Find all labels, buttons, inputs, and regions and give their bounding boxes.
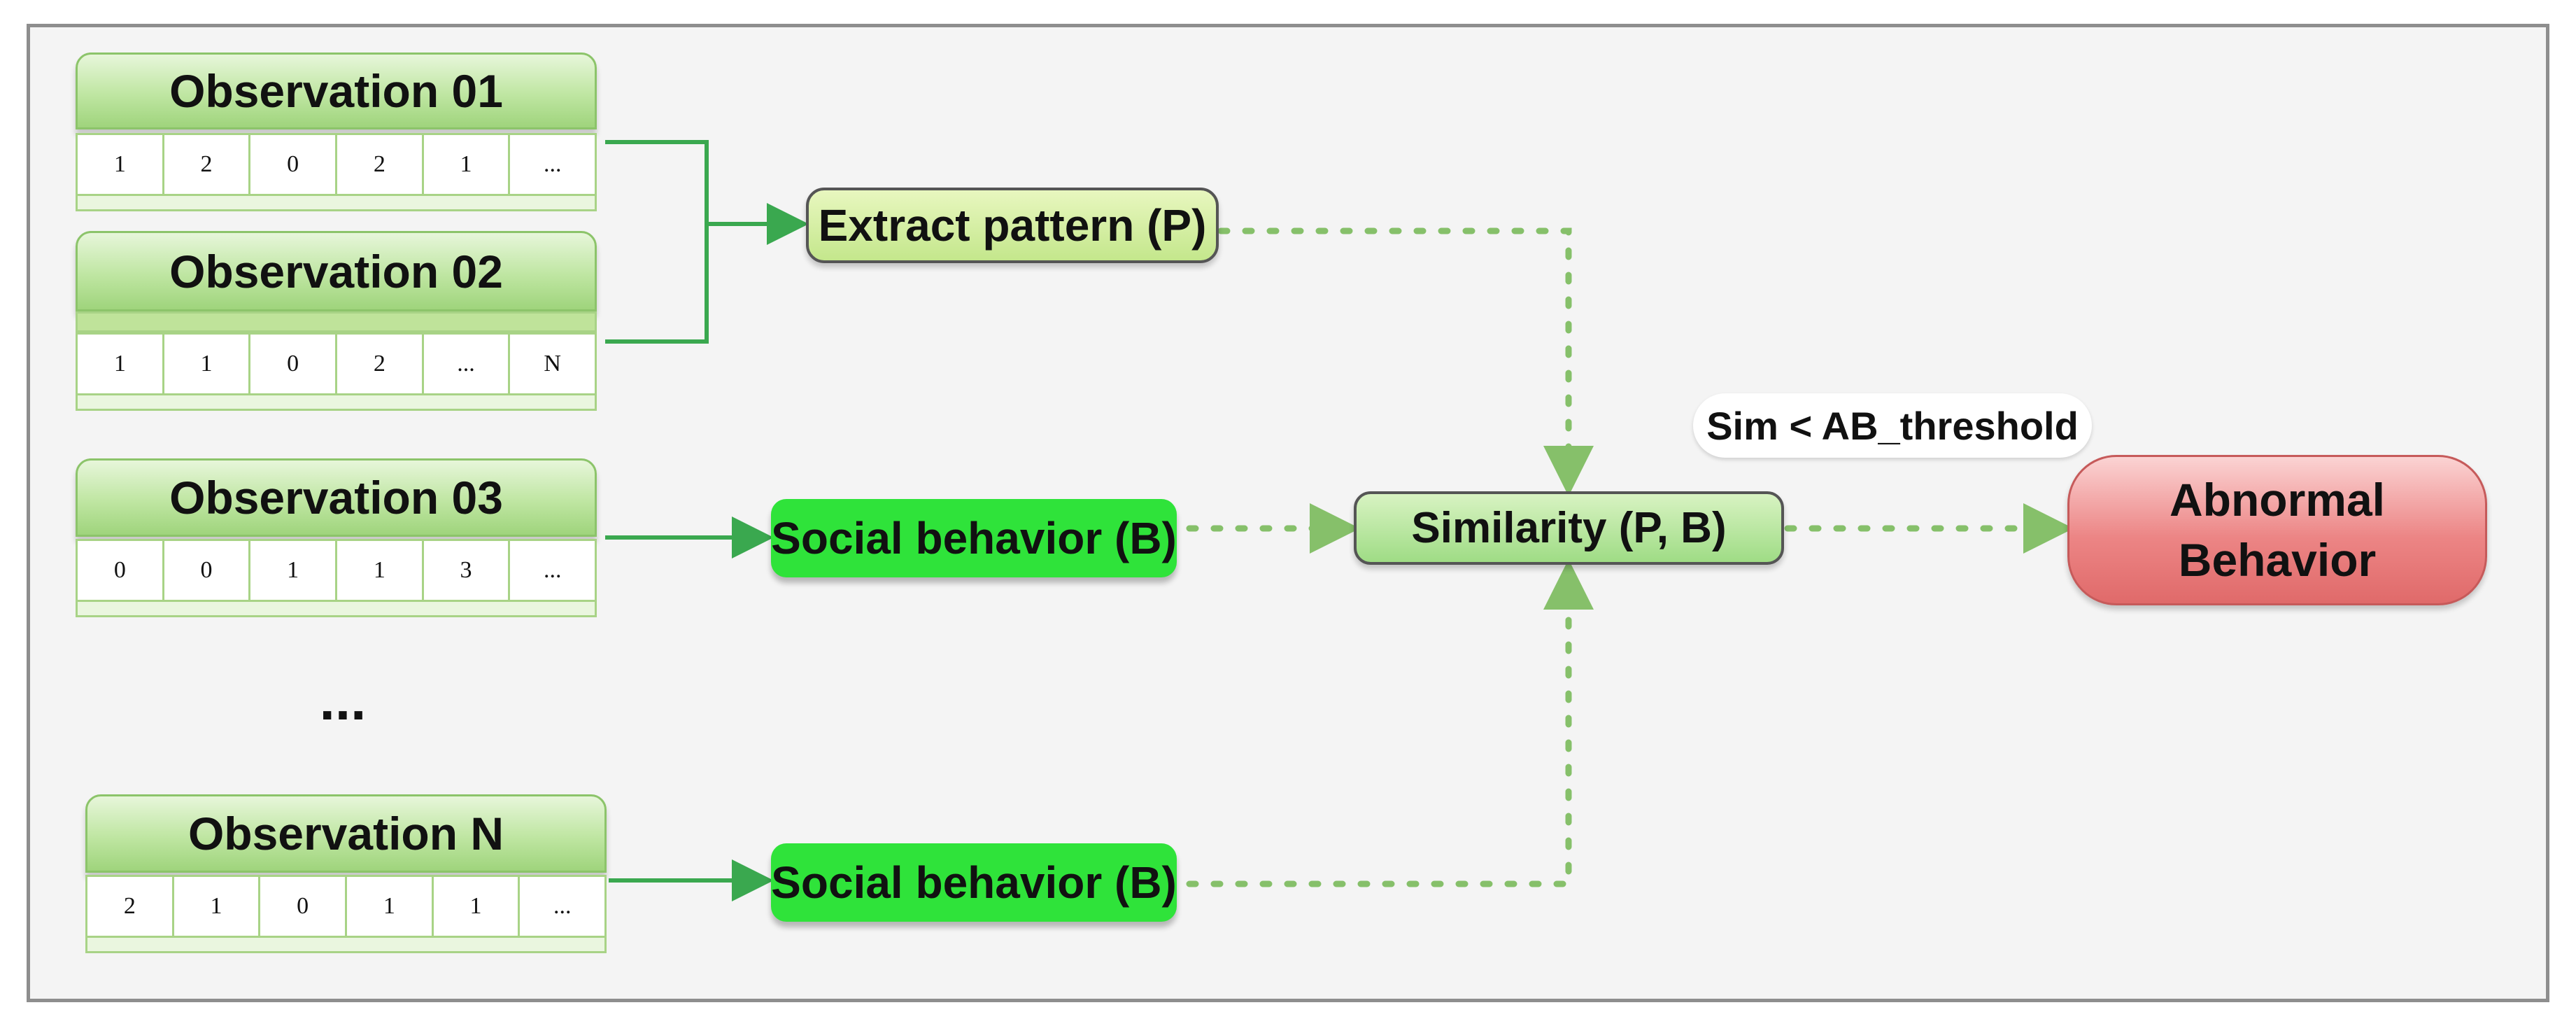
observation-03-cell: 3 xyxy=(424,541,511,600)
observation-01-strip xyxy=(76,196,597,211)
observation-n-table: 2 1 0 1 1 ... xyxy=(85,875,607,938)
observation-02-cell: ... xyxy=(424,335,511,393)
social-behavior-node: Social behavior (B) xyxy=(771,843,1177,922)
observation-03-header: Observation 03 xyxy=(76,458,597,537)
observation-03-cell: 1 xyxy=(337,541,424,600)
observation-02-strip-bottom xyxy=(76,395,597,411)
observation-n-cell: 1 xyxy=(434,877,521,936)
connector-obs01-extract xyxy=(605,140,709,344)
observation-03-cell: 0 xyxy=(164,541,251,600)
observation-01-cell: ... xyxy=(543,151,562,177)
observation-01-cell: 2 xyxy=(337,135,424,194)
observation-02-cell: 1 xyxy=(78,335,164,393)
observation-01-cell: 1 xyxy=(78,135,164,194)
observation-n-cell: 0 xyxy=(260,877,348,936)
observation-01-cell: 0 xyxy=(250,135,338,194)
observation-n-cell: 2 xyxy=(87,877,174,936)
connector-extract-similarity xyxy=(1217,227,1594,496)
observation-01-cell: 2 xyxy=(164,135,251,194)
observation-03-strip xyxy=(76,602,597,617)
observation-02-cell: 0 xyxy=(250,335,338,393)
observation-02-header: Observation 02 xyxy=(76,231,597,311)
abnormal-label-line1: Abnormal xyxy=(2169,473,2386,526)
observation-02-cell: 1 xyxy=(164,335,251,393)
abnormal-label-line2: Behavior xyxy=(2178,533,2377,586)
observation-01-cell: 1 xyxy=(424,135,511,194)
observation-02-strip xyxy=(76,311,597,332)
observation-03-table: 0 0 1 1 3 ... xyxy=(76,539,597,602)
observation-02-cell: N xyxy=(544,351,561,377)
threshold-label: Sim < AB_threshold xyxy=(1693,393,2092,458)
observation-03-cell: ... xyxy=(543,557,562,583)
observation-n-cell: ... xyxy=(553,893,572,919)
similarity-node: Similarity (P, B) xyxy=(1354,491,1784,565)
observation-01-table: 1 2 0 2 1 ... xyxy=(76,133,597,196)
more-observations-ellipsis: ... xyxy=(319,669,367,731)
extract-pattern-node: Extract pattern (P) xyxy=(806,188,1219,263)
observation-n-cell: 1 xyxy=(347,877,434,936)
observation-02-table: 1 1 0 2 ... N xyxy=(76,332,597,395)
observation-n-cell: 1 xyxy=(174,877,261,936)
observation-03-cell: 1 xyxy=(250,541,338,600)
connector-socialn-similarity xyxy=(1186,559,1594,887)
observation-02-cell: 2 xyxy=(337,335,424,393)
abnormal-behavior-node: Abnormal Behavior xyxy=(2067,455,2487,605)
social-behavior-node: Social behavior (B) xyxy=(771,499,1177,577)
observation-03-cell: 0 xyxy=(78,541,164,600)
observation-n-header: Observation N xyxy=(85,794,607,873)
observation-n-strip xyxy=(85,938,607,953)
observation-01-header: Observation 01 xyxy=(76,52,597,129)
